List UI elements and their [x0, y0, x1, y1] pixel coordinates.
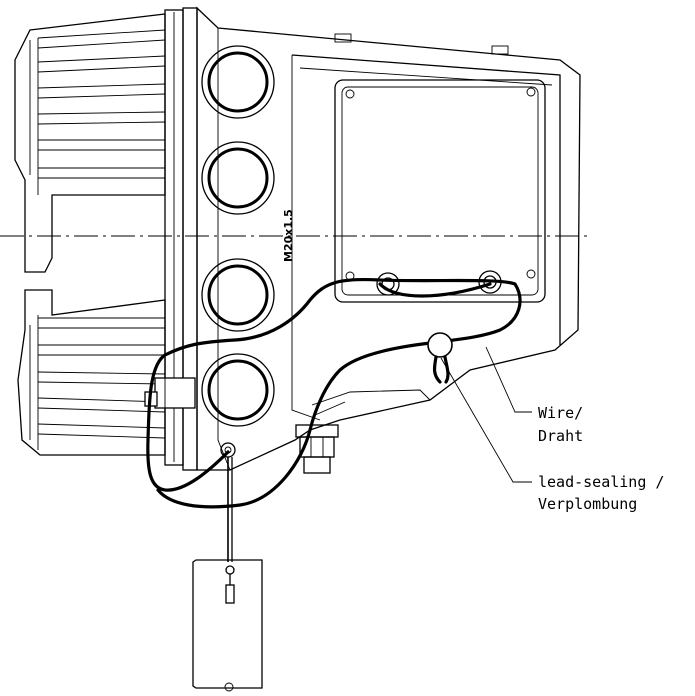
lower-cooling-fins — [29, 315, 166, 450]
upper-cooling-fins — [29, 29, 166, 195]
cable-entry-1 — [201, 45, 275, 119]
wire-callout-line2: Draht — [538, 427, 583, 445]
terminal-cover-plate — [334, 79, 546, 303]
seal-callout-line2: Verplombung — [538, 495, 637, 513]
wire-leader — [485, 346, 532, 413]
cable-entry-4 — [201, 353, 275, 427]
cable-entry-2 — [201, 141, 275, 215]
flange-clamp — [144, 377, 196, 409]
cable-entry-3 — [201, 258, 275, 332]
lead-seal — [427, 332, 453, 384]
finned-housing — [14, 13, 166, 456]
terminal-box-body — [196, 6, 581, 471]
seal-callout-line1: lead-sealing / — [538, 473, 664, 491]
wire-callout-line1: Wire/ — [538, 404, 583, 422]
hanging-tag — [192, 442, 263, 692]
sealing-wire-loop — [378, 282, 492, 298]
seal-leader — [440, 357, 532, 483]
bottom-cable-gland — [295, 424, 339, 474]
sealing-wire — [146, 277, 522, 509]
